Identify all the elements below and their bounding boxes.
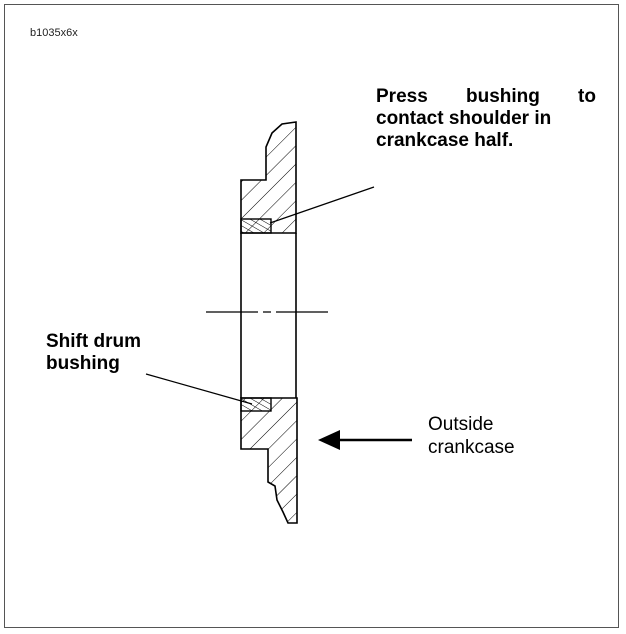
- callout-press-line-3: crankcase half.: [376, 129, 514, 151]
- figure-frame: [4, 4, 619, 628]
- bushing-lower-section: [240, 397, 272, 412]
- bushing-upper-section: [240, 218, 272, 234]
- callout-outside-crankcase: Outside crankcase: [428, 414, 515, 460]
- callout-shift-drum-bushing: Shift drum bushing: [46, 331, 141, 375]
- callout-shift-line-2: bushing: [46, 352, 120, 374]
- callout-outside-line-2: crankcase: [428, 436, 515, 458]
- callout-press-bushing: Press bushing to contact shoulder in cra…: [376, 86, 596, 152]
- leader-shift-drum-bushing: [145, 373, 253, 405]
- arrow-outside-head: [318, 430, 340, 450]
- figure-id: b1035x6x: [30, 27, 78, 39]
- callout-shift-line-1: Shift drum: [46, 331, 141, 352]
- callout-press-line-1: Press bushing to: [376, 86, 596, 107]
- leader-press-bushing: [269, 186, 375, 224]
- crankcase-lower-section: [240, 397, 298, 524]
- callout-press-line-2: contact shoulder in: [376, 107, 552, 129]
- callout-outside-line-1: Outside: [428, 414, 494, 435]
